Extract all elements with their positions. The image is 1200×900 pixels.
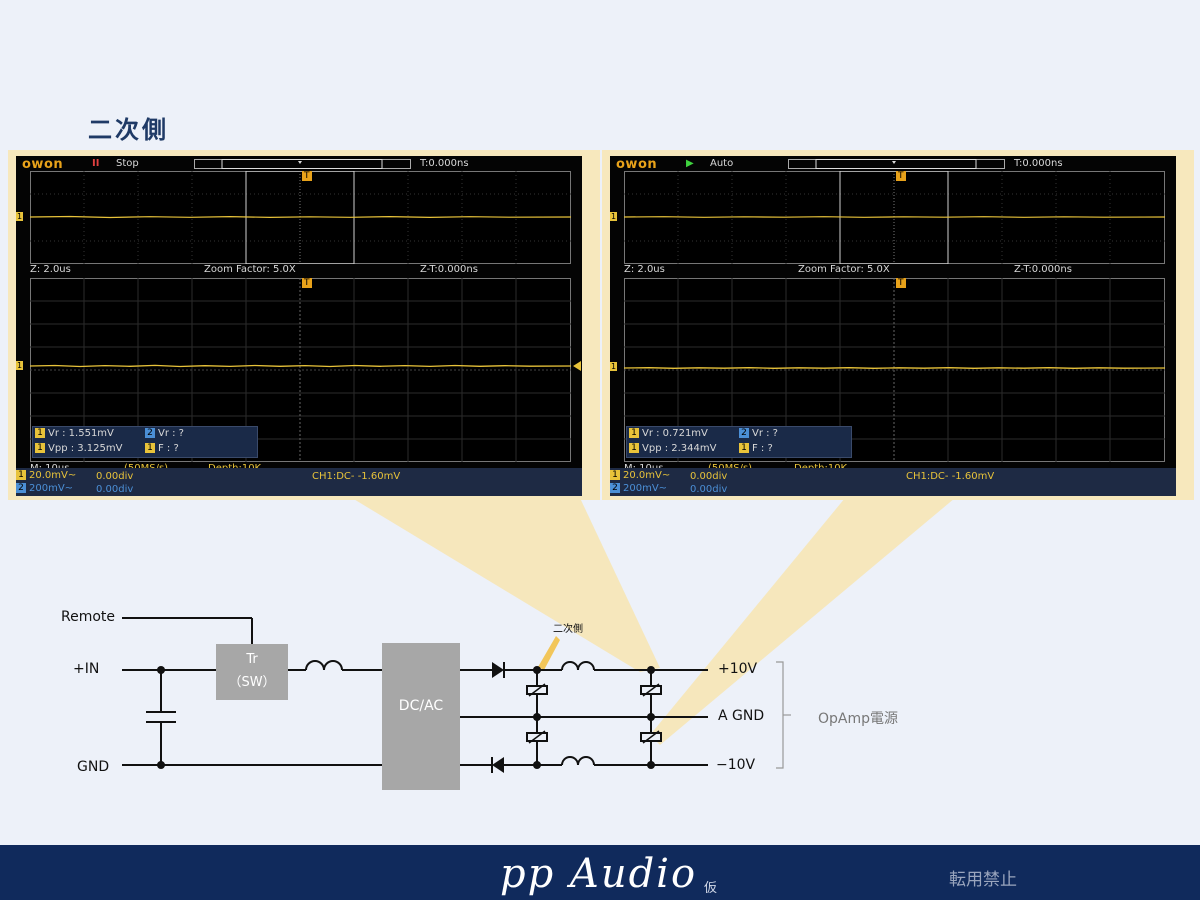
trigger-marker-main: T [896, 278, 906, 288]
trigger-marker-top: T [302, 171, 312, 181]
probe-point-label: 二次側 [553, 624, 583, 635]
brand-logo: pp Audio [500, 851, 698, 897]
tr-label: Tr [246, 652, 258, 667]
ch1-position: 0.00div [690, 471, 728, 482]
beam-right [650, 498, 955, 745]
memory-position-bar [194, 159, 411, 169]
zoom-time: Z: 2.0us [30, 264, 71, 275]
opamp-supply-label: OpAmp電源 [818, 711, 899, 727]
run-state-icon: ▶ [686, 158, 694, 169]
beam-left [352, 498, 660, 672]
gnd-label: GND [77, 759, 110, 775]
tr-sw-label: （SW） [228, 675, 276, 690]
no-reuse-notice: 転用禁止 [949, 870, 1017, 890]
scope-panel-right: owon ▶ Auto T:0.000ns T 1 Z: 2.0us Zoom … [602, 150, 1194, 500]
diode-neg [492, 757, 504, 773]
ch1-level-marker-main: 1 [610, 362, 618, 371]
scope-screen: owon ▶ Auto T:0.000ns T 1 Z: 2.0us Zoom … [610, 156, 1176, 495]
agnd-label: A GND [718, 708, 765, 724]
output-inductor-neg [561, 756, 595, 766]
trigger-time: T:0.000ns [1014, 158, 1063, 169]
ch2-position: 0.00div [96, 484, 134, 495]
dcac-converter-block: DC/AC [382, 643, 460, 790]
scope-panel-left: owon II Stop T:0.000ns T 1 Z: 2.0us Zoom… [8, 150, 600, 500]
owon-logo: owon [616, 157, 658, 172]
plus10v-label: +10V [718, 661, 758, 677]
zoom-zt: Z-T:0.000ns [1014, 264, 1072, 275]
ch1-level-marker: 1 [16, 212, 24, 221]
zoom-overview-window [30, 171, 572, 264]
ch2-position: 0.00div [690, 484, 728, 495]
trigger-marker-top: T [896, 171, 906, 181]
run-status: Auto [710, 158, 734, 169]
scope-screen: owon II Stop T:0.000ns T 1 Z: 2.0us Zoom… [16, 156, 582, 495]
zoom-time: Z: 2.0us [624, 264, 665, 275]
page-title: 二次側 [88, 116, 169, 144]
brand-suffix: 仮 [704, 881, 718, 896]
run-state-icon: II [92, 158, 100, 169]
trigger-info: CH1:DC- -1.60mV [312, 471, 401, 482]
trigger-info: CH1:DC- -1.60mV [906, 471, 995, 482]
in-label: +IN [73, 661, 100, 677]
input-inductor [305, 660, 343, 671]
ch1-level-marker-main: 1 [16, 361, 24, 370]
remote-label: Remote [61, 609, 116, 625]
ch1-level-marker: 1 [610, 212, 618, 221]
footer-bar: pp Audio 仮 転用禁止 [0, 845, 1200, 900]
zoom-overview-window [624, 171, 1166, 264]
memory-position-bar [788, 159, 1005, 169]
trigger-level-arrow [573, 361, 581, 371]
trigger-marker-main: T [302, 278, 312, 288]
trigger-time: T:0.000ns [420, 158, 469, 169]
diode-pos [492, 662, 504, 678]
minus10v-label: −10V [716, 757, 756, 773]
zoom-zt: Z-T:0.000ns [420, 264, 478, 275]
output-bracket [776, 661, 784, 769]
zoom-factor: Zoom Factor: 5.0X [798, 264, 890, 275]
run-status: Stop [116, 158, 139, 169]
dcac-label: DC/AC [398, 698, 444, 714]
transformer-switch-block: Tr （SW） [216, 644, 288, 700]
ch1-position: 0.00div [96, 471, 134, 482]
probe-pointer [538, 636, 560, 670]
zoom-factor: Zoom Factor: 5.0X [204, 264, 296, 275]
output-inductor-pos [561, 661, 595, 671]
owon-logo: owon [22, 157, 64, 172]
